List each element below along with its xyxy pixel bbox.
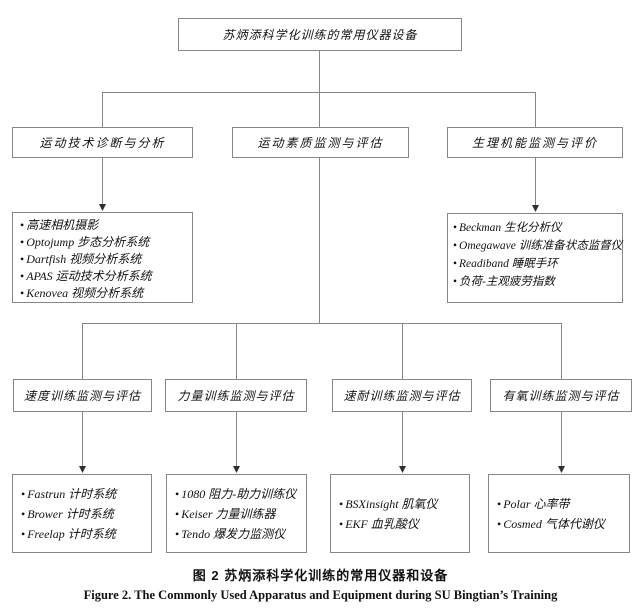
list-item: BSXinsight 肌氧仪: [339, 494, 469, 514]
list-aerobic-equipment: Polar 心率带 Cosmed 气体代谢仪: [488, 474, 630, 553]
arrowhead-down-icon: [79, 466, 86, 473]
arrowhead-down-icon: [99, 204, 106, 211]
list-item: EKF 血乳酸仪: [339, 514, 469, 534]
bullet-list: 高速相机摄影 Optojump 步态分析系统 Dartfish 视频分析系统 A…: [20, 217, 190, 302]
list-item: 高速相机摄影: [20, 217, 190, 234]
node-speed-training: 速度训练监测与评估: [13, 379, 152, 412]
node-aerobic-training: 有氧训练监测与评估: [490, 379, 632, 412]
list-item: Freelap 计时系统: [21, 524, 151, 544]
list-item: Beckman 生化分析仪: [453, 219, 621, 237]
node-strength-training: 力量训练监测与评估: [165, 379, 307, 412]
arrowhead-down-icon: [532, 205, 539, 212]
list-item: APAS 运动技术分析系统: [20, 268, 190, 285]
list-technique-equipment: 高速相机摄影 Optojump 步态分析系统 Dartfish 视频分析系统 A…: [12, 212, 193, 303]
list-item: Polar 心率带: [497, 494, 629, 514]
list-speed-equipment: Fastrun 计时系统 Brower 计时系统 Freelap 计时系统: [12, 474, 152, 553]
list-item: Omegawave 训练准备状态监督仪: [453, 237, 622, 255]
list-strength-equipment: 1080 阻力-助力训练仪 Keiser 力量训练器 Tendo 爆发力监测仪: [166, 474, 307, 553]
node-fitness-monitoring: 运动素质监测与评估: [232, 127, 409, 158]
figure-caption-en: Figure 2. The Commonly Used Apparatus an…: [83, 588, 558, 602]
list-item: 负荷-主观疲劳指数: [453, 273, 621, 291]
figure-caption-zh: 图 2 苏炳添科学化训练的常用仪器和设备: [192, 568, 449, 583]
node-speed-endurance-training: 速耐训练监测与评估: [332, 379, 472, 412]
list-item: Optojump 步态分析系统: [20, 234, 190, 251]
list-speed-endurance-equipment: BSXinsight 肌氧仪 EKF 血乳酸仪: [330, 474, 470, 553]
list-item: 1080 阻力-助力训练仪: [175, 484, 306, 504]
list-item: Cosmed 气体代谢仪: [497, 514, 629, 534]
list-item: Brower 计时系统: [21, 504, 151, 524]
list-item: Keiser 力量训练器: [175, 504, 306, 524]
list-item: Dartfish 视频分析系统: [20, 251, 190, 268]
arrowhead-down-icon: [399, 466, 406, 473]
list-item: Tendo 爆发力监测仪: [175, 524, 306, 544]
arrowhead-down-icon: [558, 466, 565, 473]
bullet-list: Beckman 生化分析仪 Omegawave 训练准备状态监督仪 Readib…: [453, 219, 622, 291]
node-technique-diagnosis: 运动技术诊断与分析: [12, 127, 193, 158]
bullet-list: Polar 心率带 Cosmed 气体代谢仪: [497, 494, 629, 534]
node-root: 苏炳添科学化训练的常用仪器设备: [178, 18, 462, 51]
list-item: Fastrun 计时系统: [21, 484, 151, 504]
bullet-list: Fastrun 计时系统 Brower 计时系统 Freelap 计时系统: [21, 484, 151, 544]
list-item: Kenovea 视频分析系统: [20, 285, 190, 302]
list-item: Readiband 睡眠手环: [453, 255, 621, 273]
arrowhead-down-icon: [233, 466, 240, 473]
bullet-list: 1080 阻力-助力训练仪 Keiser 力量训练器 Tendo 爆发力监测仪: [175, 484, 306, 544]
bullet-list: BSXinsight 肌氧仪 EKF 血乳酸仪: [339, 494, 469, 534]
list-physiology-equipment: Beckman 生化分析仪 Omegawave 训练准备状态监督仪 Readib…: [447, 213, 623, 303]
node-physiology-monitoring: 生理机能监测与评价: [447, 127, 623, 158]
